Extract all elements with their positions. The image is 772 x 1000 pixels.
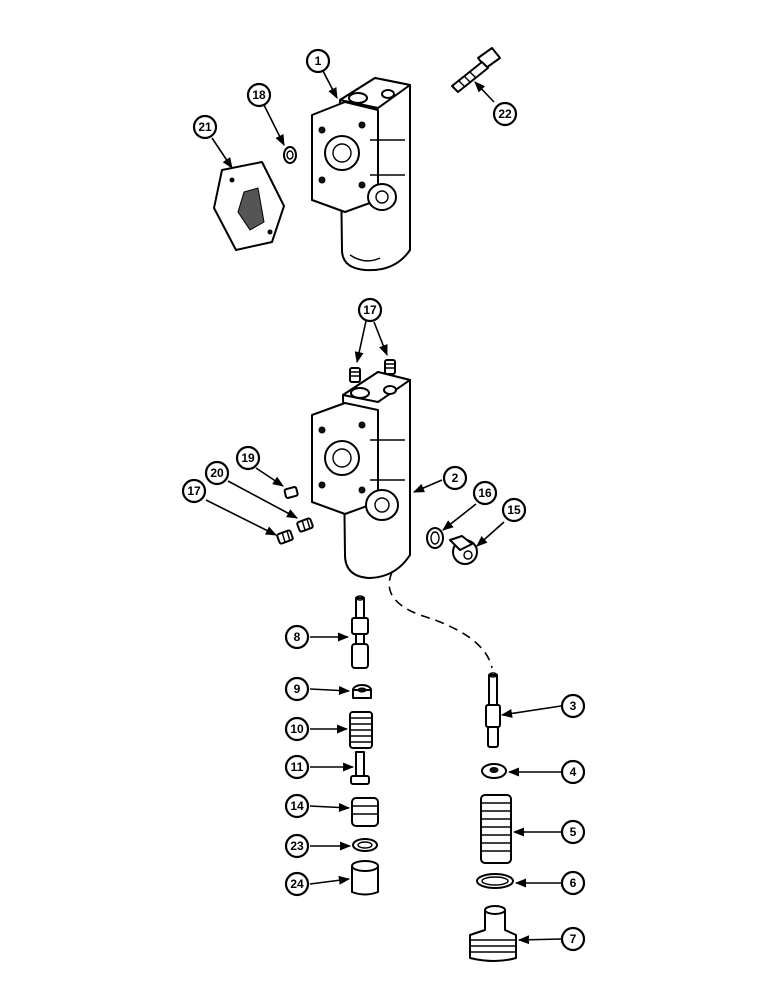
- callout-17-left: 17: [181, 478, 207, 504]
- dashed-assembly-line: [388, 571, 493, 669]
- plug-7: [469, 905, 517, 962]
- svg-text:18: 18: [252, 88, 266, 102]
- leader-18: [263, 104, 285, 147]
- spool-3: [485, 672, 501, 748]
- bolt-22: [451, 47, 501, 93]
- spool-8: [351, 595, 369, 669]
- callout-5: 5: [560, 819, 586, 845]
- plug-19: [283, 486, 299, 499]
- svg-text:16: 16: [478, 486, 492, 500]
- leader-3: [500, 705, 562, 718]
- spool-cap-9: [352, 684, 372, 699]
- callout-19: 19: [235, 445, 261, 471]
- leader-16: [442, 503, 477, 531]
- leader-7: [517, 935, 562, 945]
- leader-24: [309, 875, 351, 885]
- o-ring-16: [426, 527, 444, 549]
- svg-text:17: 17: [187, 484, 201, 498]
- leader-17b: [373, 321, 388, 357]
- callout-1: 1: [305, 48, 331, 74]
- valve-body-lower: [311, 371, 411, 579]
- svg-text:8: 8: [294, 630, 301, 644]
- callout-4: 4: [560, 759, 586, 785]
- spring-10: [349, 711, 373, 749]
- svg-text:17: 17: [363, 303, 377, 317]
- callout-10: 10: [284, 716, 310, 742]
- svg-text:3: 3: [570, 699, 577, 713]
- svg-text:11: 11: [291, 760, 304, 774]
- svg-text:22: 22: [498, 107, 512, 121]
- callout-9: 9: [284, 676, 310, 702]
- retainer-4: [481, 763, 507, 779]
- callout-2: 2: [442, 465, 468, 491]
- callout-15: 15: [501, 497, 527, 523]
- callout-3: 3: [560, 693, 586, 719]
- callout-23: 23: [284, 833, 310, 859]
- plug-24: [351, 860, 379, 896]
- valve-body-upper: [311, 77, 411, 272]
- callout-11: 11: [284, 754, 310, 780]
- leader-9: [309, 686, 351, 695]
- callout-20: 20: [204, 460, 230, 486]
- leader-17c: [205, 499, 278, 536]
- svg-text:2: 2: [452, 471, 459, 485]
- gasket: [213, 161, 285, 251]
- svg-text:21: 21: [198, 120, 212, 134]
- o-ring-18: [283, 146, 297, 164]
- svg-text:1: 1: [315, 54, 322, 68]
- leader-2: [412, 479, 443, 493]
- spring-5: [480, 794, 512, 864]
- svg-text:6: 6: [570, 876, 577, 890]
- svg-text:14: 14: [290, 799, 304, 813]
- sleeve-14: [351, 797, 379, 827]
- leader-1: [322, 70, 338, 99]
- leader-19: [255, 467, 284, 487]
- leader-22: [474, 81, 495, 103]
- svg-text:15: 15: [507, 503, 521, 517]
- callout-6: 6: [560, 870, 586, 896]
- callout-14: 14: [284, 793, 310, 819]
- svg-text:9: 9: [294, 682, 301, 696]
- svg-text:10: 10: [290, 722, 304, 736]
- callout-16: 16: [472, 480, 498, 506]
- callout-17-top: 17: [357, 297, 383, 323]
- plug-15: [449, 535, 478, 565]
- leader-20: [227, 480, 298, 519]
- svg-text:7: 7: [570, 932, 577, 946]
- callout-21: 21: [192, 114, 218, 140]
- svg-text:4: 4: [570, 765, 577, 779]
- callout-22: 22: [492, 101, 518, 127]
- leader-15: [476, 521, 505, 547]
- svg-text:5: 5: [570, 825, 577, 839]
- svg-text:19: 19: [241, 451, 255, 465]
- o-ring-23: [352, 838, 378, 852]
- callout-18: 18: [246, 82, 272, 108]
- svg-text:24: 24: [290, 877, 304, 891]
- callout-24: 24: [284, 871, 310, 897]
- pin-11: [350, 751, 370, 785]
- svg-text:23: 23: [290, 839, 304, 853]
- leader-17a: [354, 320, 367, 364]
- plugs-17-20: [276, 517, 314, 545]
- o-ring-6: [476, 873, 514, 889]
- svg-text:20: 20: [210, 466, 224, 480]
- callout-7: 7: [560, 926, 586, 952]
- callout-8: 8: [284, 624, 310, 650]
- leader-14: [309, 803, 351, 812]
- leader-21: [211, 137, 233, 169]
- set-screws-17-top: [349, 359, 396, 383]
